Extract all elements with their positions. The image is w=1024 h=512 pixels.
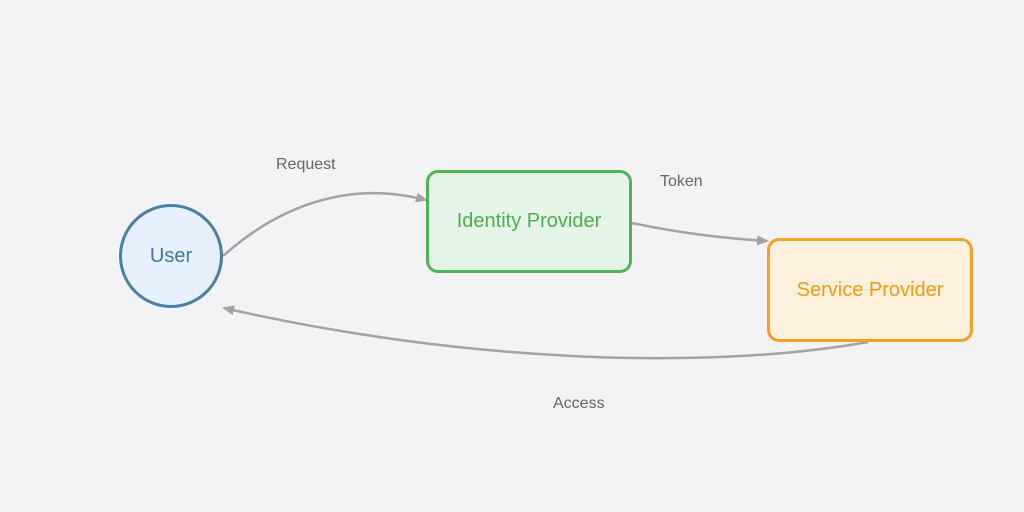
user-node-label: User xyxy=(149,244,193,267)
service-provider-node[interactable]: Service Provider xyxy=(767,238,973,342)
edge-token-arrow xyxy=(631,221,769,246)
identity-provider-node-label: Identity Provider xyxy=(456,210,602,232)
edge-label-request: Request xyxy=(276,156,336,173)
service-provider-node-label: Service Provider xyxy=(796,278,944,301)
edge-label-access: Access xyxy=(553,395,605,412)
edge-request-arrow xyxy=(222,191,428,257)
identity-provider-node[interactable]: Identity Provider xyxy=(426,170,632,273)
edge-access-arrow xyxy=(222,305,869,360)
user-node[interactable]: User xyxy=(119,204,223,308)
edge-label-token: Token xyxy=(660,173,703,190)
